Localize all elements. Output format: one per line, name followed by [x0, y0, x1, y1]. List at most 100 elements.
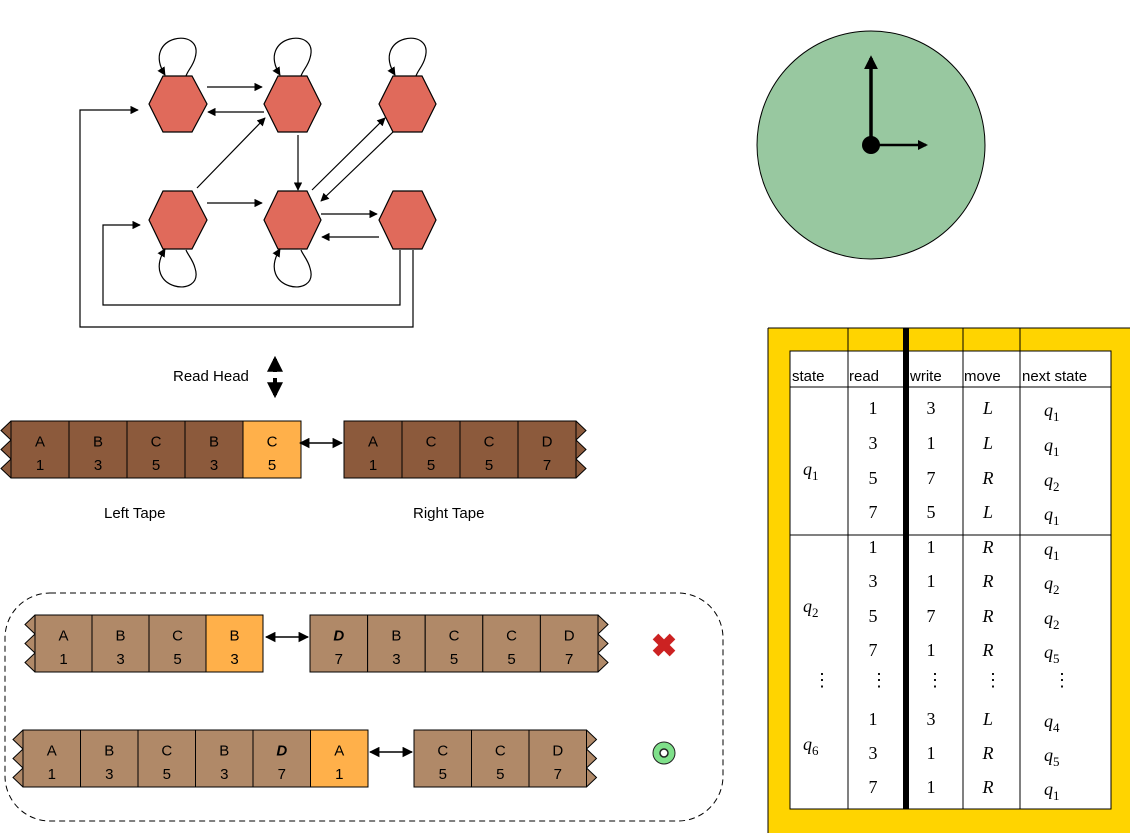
tape-cell-value: 7 — [554, 766, 562, 783]
tape-cell-value: 1 — [335, 766, 343, 783]
clock — [756, 30, 986, 260]
self-loop — [387, 37, 427, 77]
table-cell-write: 1 — [927, 640, 936, 660]
self-loop — [272, 248, 312, 288]
tape-cell-value: 5 — [507, 651, 515, 668]
tape-cell-symbol: C — [484, 434, 495, 451]
tape-cell-value: 7 — [278, 766, 286, 783]
table-cell-move: L — [982, 398, 993, 418]
tape-cell-value: 5 — [439, 766, 447, 783]
edge — [79, 105, 414, 328]
edge — [320, 131, 394, 202]
tape-cell-value: 7 — [335, 651, 343, 668]
state-node — [263, 190, 322, 250]
tape-cell — [22, 729, 81, 788]
tape-cell-symbol: C — [151, 434, 162, 451]
table-cell-next: q2 — [1044, 470, 1060, 494]
read-head-label: Read Head — [173, 368, 249, 385]
tape-cell-symbol: B — [93, 434, 103, 451]
table-cell-write: 1 — [927, 777, 936, 797]
tape-cell — [471, 729, 530, 788]
state-label: q1 — [803, 459, 819, 483]
tape-torn-edge — [597, 614, 609, 673]
tape-end — [25, 615, 35, 672]
table-cell-write: 3 — [927, 398, 936, 418]
table-header-state: state — [792, 368, 825, 385]
ellipsis: ⋮ — [984, 670, 1002, 690]
table-cell-read: 7 — [869, 502, 878, 522]
tape-cell — [80, 729, 139, 788]
tape-torn-edge — [12, 729, 24, 788]
tape-cell-symbol: D — [552, 743, 563, 760]
table-cell-next: q2 — [1044, 608, 1060, 632]
tape-cell-value: 5 — [173, 651, 181, 668]
table-cell-move: L — [982, 433, 993, 453]
table-cell-read: 3 — [869, 743, 878, 763]
ellipsis: ⋮ — [813, 670, 831, 690]
tape-cell-symbol: C — [449, 628, 460, 645]
table-cell-read: 3 — [869, 571, 878, 591]
table-cell-write: 1 — [927, 537, 936, 557]
state-node — [148, 75, 208, 133]
tape-cell — [252, 729, 311, 788]
tape-cell-symbol: B — [104, 743, 114, 760]
tape-cell-symbol: B — [115, 628, 125, 645]
table-cell-write: 1 — [927, 571, 936, 591]
self-loop — [157, 37, 197, 77]
tape-cell-symbol: C — [161, 743, 172, 760]
tape-cell — [343, 420, 403, 479]
tape-cell — [242, 420, 302, 479]
tape-cell-value: 1 — [59, 651, 67, 668]
table-cell-move: R — [982, 468, 994, 488]
tape-torn-edge — [24, 614, 36, 673]
table-cell-write: 1 — [927, 433, 936, 453]
tape-cell-symbol: C — [437, 743, 448, 760]
tape-cell — [10, 420, 70, 479]
tape-torn-edge — [575, 420, 587, 479]
state-graph — [79, 37, 437, 328]
table-cell-write: 1 — [927, 743, 936, 763]
tape-cell-symbol: C — [426, 434, 437, 451]
tape-cell-symbol: A — [334, 743, 344, 760]
state-label: q2 — [803, 596, 819, 620]
table-cell-next: q5 — [1044, 642, 1060, 666]
ellipsis: ⋮ — [1053, 670, 1071, 690]
cross-icon — [652, 633, 676, 657]
table-header-move: move — [964, 368, 1001, 385]
table-header-write: write — [909, 368, 942, 385]
table-cell-read: 1 — [869, 709, 878, 729]
table-cell-move: L — [982, 709, 993, 729]
tape-cell-value: 3 — [220, 766, 228, 783]
tape-cell — [68, 420, 128, 479]
tape-cell-value: 3 — [94, 457, 102, 474]
tape-cell-symbol: D — [564, 628, 575, 645]
tape-end — [586, 730, 597, 787]
tape-cell-value: 5 — [427, 457, 435, 474]
tape-cell-symbol: B — [229, 628, 239, 645]
tape-cell-value: 5 — [163, 766, 171, 783]
tape-cell-symbol: A — [35, 434, 45, 451]
tape-cell-symbol: A — [368, 434, 378, 451]
tape-cell-symbol: D — [542, 434, 553, 451]
tape-cell — [482, 614, 541, 673]
tape-cell-value: 5 — [485, 457, 493, 474]
tape-cell-symbol: C — [495, 743, 506, 760]
target-icon — [652, 741, 676, 765]
table-cell-move: R — [982, 743, 994, 763]
self-loop — [272, 37, 312, 77]
table-cell-next: q1 — [1044, 400, 1060, 424]
table-cell-next: q1 — [1044, 435, 1060, 459]
table-cell-move: R — [982, 777, 994, 797]
ellipsis: ⋮ — [870, 670, 888, 690]
tape-cell — [309, 614, 369, 673]
edge — [311, 117, 386, 191]
table-cell-move: R — [982, 606, 994, 626]
tape-cell — [137, 729, 196, 788]
tape-end — [576, 421, 586, 478]
state-node — [378, 75, 437, 133]
state-node — [378, 190, 437, 250]
tape-cell — [205, 614, 264, 673]
